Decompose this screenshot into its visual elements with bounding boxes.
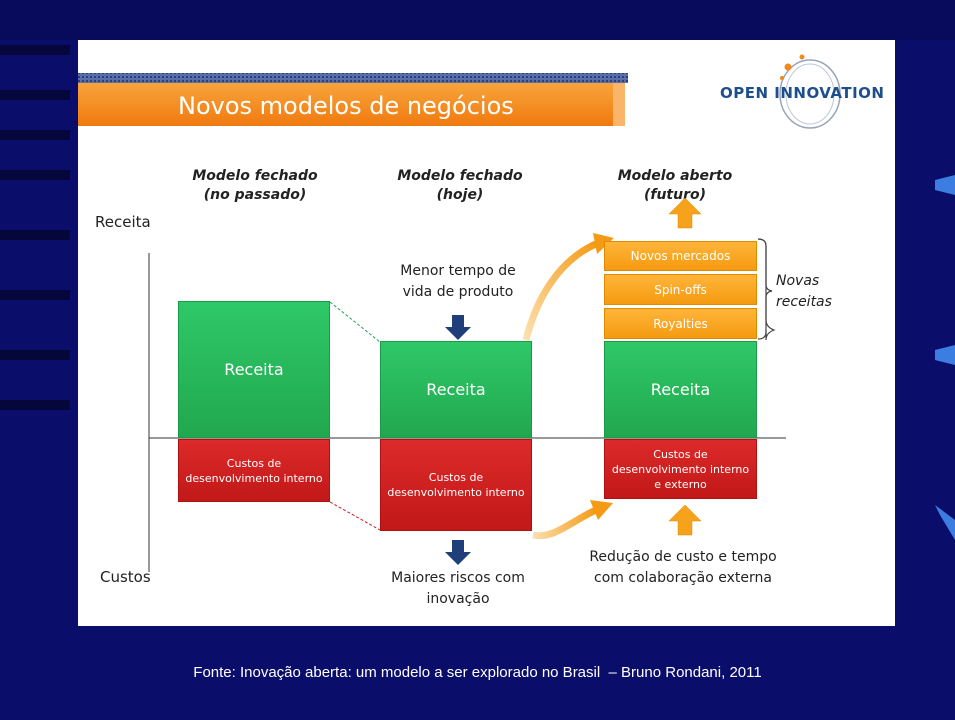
down-arrow-bottom [445, 540, 471, 565]
note-higher-risks: Maiores riscos com inovação [391, 570, 525, 607]
revenue-block-today: Receita [380, 341, 532, 438]
diagram-lines [148, 197, 786, 572]
axis-label-custos: Custos [100, 568, 151, 586]
curved-arrow-right-head [590, 500, 613, 520]
note-cost-reduction: Redução de custo e tempo com colaboração… [589, 549, 777, 586]
title-band [78, 73, 628, 126]
dashed-connector-red [329, 501, 381, 531]
slide: Novos modelos de negócios OPEN INNOVATIO… [78, 40, 895, 626]
slide-title: Novos modelos de negócios [178, 92, 514, 120]
extra-revenue-spin-offs: Spin-offs [604, 274, 757, 305]
revenue-block-past: Receita [178, 301, 330, 438]
costs-block-past: Custos de desenvolvimento interno [178, 439, 330, 502]
curved-arrow-right [532, 506, 598, 540]
costs-block-future: Custos de desenvolvimento interno e exte… [604, 439, 757, 499]
curved-arrow-up [522, 239, 600, 341]
down-arrow-top [445, 315, 471, 340]
column-heading-today: Modelo fechado (hoje) [397, 168, 523, 203]
bracket-label-new-revenues: Novas receitas [776, 273, 832, 310]
bracket-brace [757, 238, 773, 340]
up-arrow-top [668, 197, 702, 229]
extra-revenue-royalties: Royalties [604, 308, 757, 339]
extra-revenue-new-markets: Novos mercados [604, 241, 757, 271]
curved-arrow-up-head [593, 233, 614, 254]
up-arrow-bottom [668, 504, 702, 536]
note-shorter-lifecycle: Menor tempo de vida de produto [400, 263, 516, 300]
column-heading-future: Modelo aberto (futuro) [617, 168, 733, 203]
column-heading-past: Modelo fechado (no passado) [192, 168, 318, 203]
logo-icon [779, 54, 841, 129]
revenue-block-future: Receita [604, 341, 757, 438]
axis-label-receita: Receita [95, 213, 151, 231]
logo-text: OPEN INNOVATION [720, 84, 885, 102]
costs-block-today: Custos de desenvolvimento interno [380, 439, 532, 531]
source-caption: Fonte: Inovação aberta: um modelo a ser … [193, 664, 762, 681]
dashed-connector-green [329, 301, 381, 343]
